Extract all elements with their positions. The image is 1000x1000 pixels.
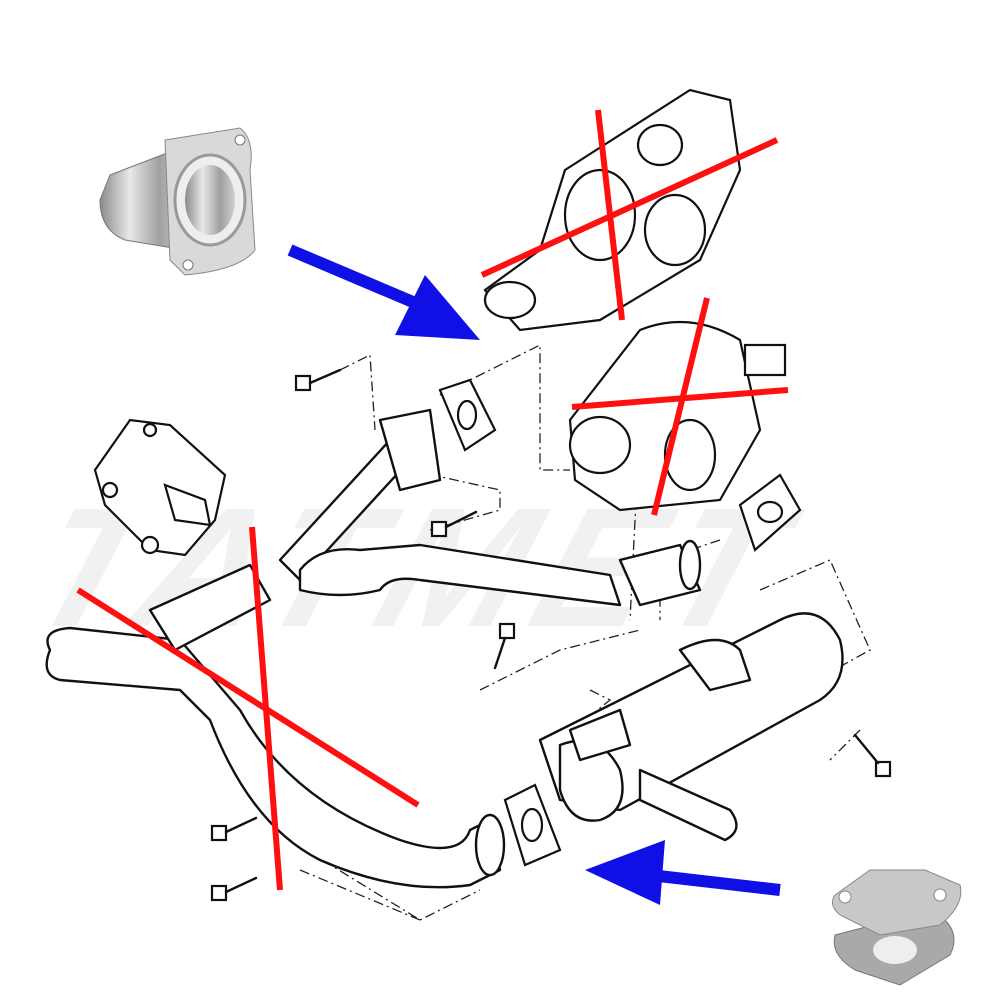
egr-valve-upper	[483, 88, 742, 332]
coolant-pipes	[278, 408, 702, 607]
bolt	[210, 816, 258, 842]
cross-lower-valve-a	[651, 297, 710, 516]
egr-cooler	[538, 612, 844, 842]
egr-blanking-sleeve-photo	[99, 127, 256, 276]
arrow-to-valve-flange	[287, 244, 480, 340]
bolt	[210, 876, 258, 902]
cross-lower-valve-b	[571, 387, 789, 410]
arrow-to-cooler-flange	[585, 840, 781, 905]
cross-out-marks	[76, 109, 789, 891]
bolts	[210, 368, 892, 902]
bolt	[430, 510, 478, 538]
gaskets	[438, 378, 802, 867]
bolt	[294, 368, 342, 392]
bolt	[853, 733, 892, 778]
egr-valve-lower	[568, 320, 787, 512]
egr-blanking-plate-photo	[831, 869, 962, 986]
thermostat-housing	[93, 418, 227, 557]
indicator-arrows	[287, 244, 781, 905]
bolt	[493, 622, 516, 670]
egr-pipe-left	[45, 563, 506, 889]
cross-upper-valve-b	[480, 137, 779, 278]
cross-pipe-b	[76, 587, 420, 808]
